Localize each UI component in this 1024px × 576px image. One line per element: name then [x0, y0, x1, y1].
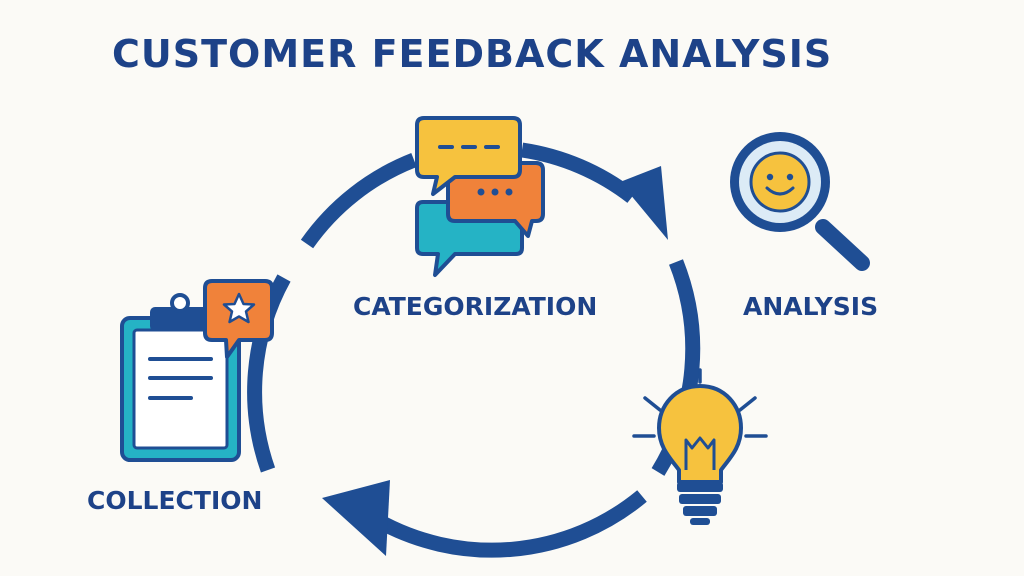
clipboard-star-icon — [120, 279, 274, 462]
arrowhead-bottom — [322, 480, 390, 556]
arrow-top-left — [300, 153, 417, 249]
arrow-bottom — [371, 490, 647, 558]
diagram-title: CUSTOMER FEEDBACK ANALYSIS — [112, 32, 833, 76]
lightbulb-icon — [632, 368, 768, 525]
arrowhead-top-right — [620, 166, 668, 240]
arrow-top-right — [520, 142, 637, 203]
stage-label-collection: COLLECTION — [87, 486, 263, 515]
stage-label-categorization: CATEGORIZATION — [353, 292, 598, 321]
magnifier-smiley-icon — [730, 132, 870, 271]
speech-bubbles-icon — [415, 116, 545, 277]
stage-label-analysis: ANALYSIS — [743, 292, 879, 321]
bubble-dots — [477, 188, 513, 196]
